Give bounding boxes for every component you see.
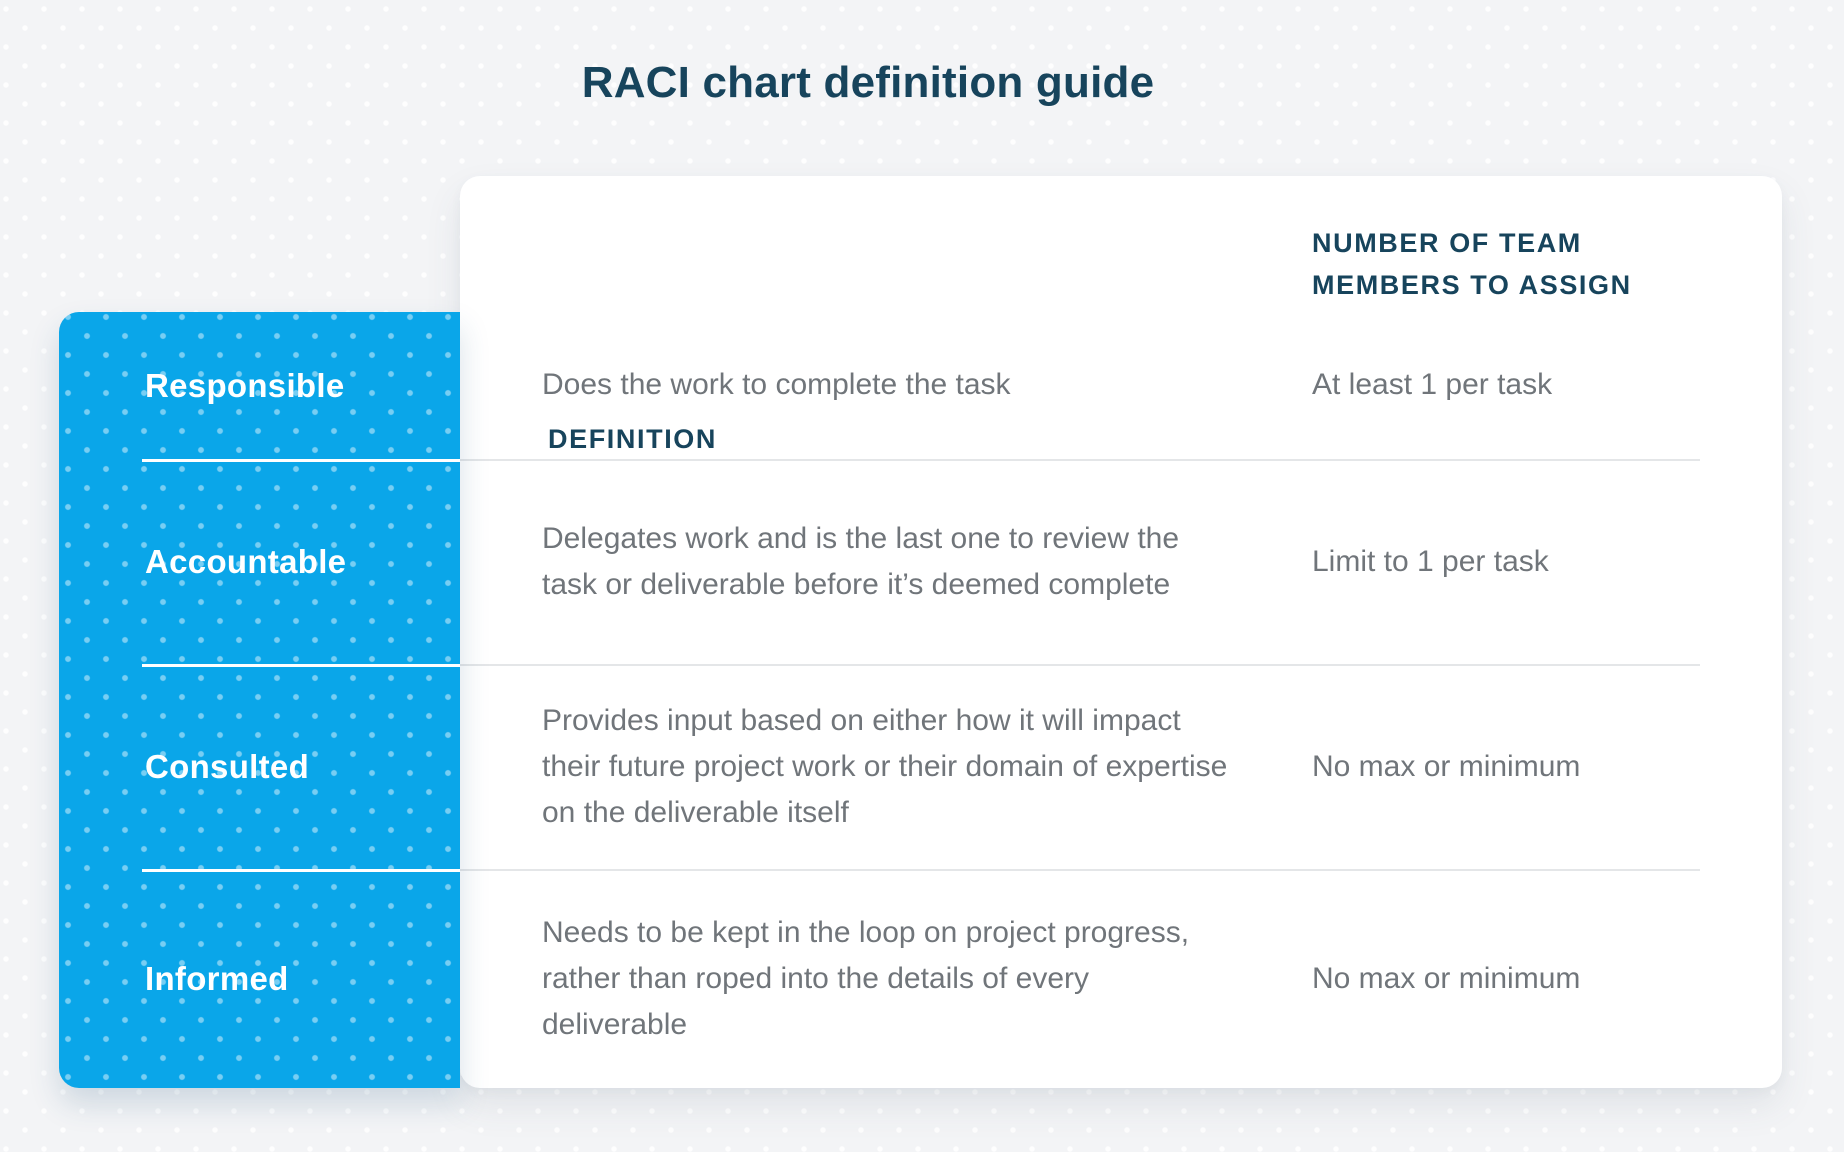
page-title: RACI chart definition guide [581,58,1155,107]
panel-row-divider [142,869,460,872]
assign-cell: At least 1 per task [1312,367,1553,401]
panel-row-divider [142,459,460,462]
definition-cell: Delegates work and is the last one to re… [542,521,1180,601]
row-divider [460,869,1700,871]
definition-cell: Does the work to complete the task [542,367,1011,401]
table-row-accountable: Delegates work and is the last one to re… [460,459,1782,664]
term-label-consulted: Consulted [145,747,310,785]
table-row-consulted: Provides input based on either how it wi… [460,664,1782,869]
table-row-informed: Needs to be kept in the loop on project … [460,869,1782,1088]
column-header-definition: DEFINITION [548,424,717,454]
table-row-responsible: Does the work to complete the task At le… [460,310,1782,459]
definition-cell: Needs to be kept in the loop on project … [542,915,1190,1041]
column-header-team-members: NUMBER OF TEAM MEMBERS TO ASSIGN [1312,228,1632,300]
definition-cell: Provides input based on either how it wi… [542,703,1228,829]
assign-cell: No max or minimum [1312,961,1581,995]
panel-row-divider [142,664,460,667]
assign-cell: Limit to 1 per task [1312,544,1549,578]
row-divider [460,664,1700,666]
assign-cell: No max or minimum [1312,749,1581,783]
row-divider [460,459,1700,461]
definition-card: DEFINITION NUMBER OF TEAM MEMBERS TO ASS… [460,176,1782,1088]
raci-term-panel: Responsible Accountable Consulted Inform… [59,312,460,1088]
term-label-informed: Informed [145,959,289,997]
term-label-responsible: Responsible [145,366,345,404]
term-label-accountable: Accountable [145,542,347,580]
